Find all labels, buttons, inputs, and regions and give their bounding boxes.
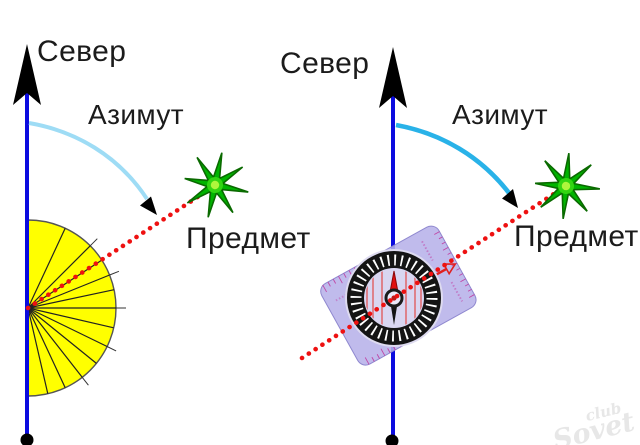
north-arrowhead-left <box>13 44 41 105</box>
object-star-left <box>177 145 256 226</box>
object-label-right: Предмет <box>514 220 639 253</box>
object-label-left: Предмет <box>186 222 311 255</box>
azimuth-arc-arrowhead-left <box>140 196 157 215</box>
north-label-right: Север <box>280 47 370 80</box>
azimuth-arc-arrowhead-right <box>502 189 518 208</box>
north-label-left: Север <box>37 35 127 68</box>
left-panel <box>13 44 256 445</box>
azimuth-label-left: Азимут <box>88 99 184 130</box>
origin-dot-right <box>385 434 399 445</box>
azimuth-label-right: Азимут <box>452 99 548 130</box>
protractor-tick-marks <box>81 238 126 386</box>
compass-dial <box>345 249 443 347</box>
azimuth-arc-left <box>28 121 149 201</box>
right-panel <box>299 47 604 445</box>
object-star-right <box>531 149 604 223</box>
origin-dot-left <box>20 433 34 445</box>
north-arrowhead-right <box>379 47 407 108</box>
orienting-lines <box>366 269 422 327</box>
protractor <box>27 219 126 397</box>
sight-line-left <box>25 182 219 311</box>
azimuth-arc-right <box>395 122 514 199</box>
